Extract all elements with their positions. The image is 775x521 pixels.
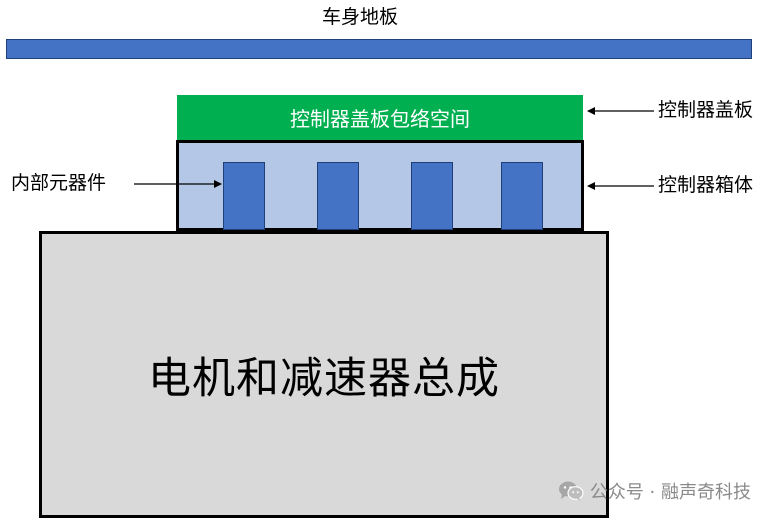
cover-callout-label: 控制器盖板 [658, 99, 754, 121]
motor-reducer-assembly: 电机和减速器总成 [39, 231, 609, 518]
body-floor-label: 车身地板 [321, 6, 398, 28]
watermark: 公众号 · 融声奇科技 [558, 479, 751, 503]
motor-reducer-label: 电机和减速器总成 [148, 353, 500, 404]
wechat-icon [558, 481, 584, 501]
internal-component-4 [501, 162, 543, 230]
body-floor-bar [6, 39, 752, 59]
internal-callout-label: 内部元器件 [11, 172, 107, 194]
internal-component-3 [411, 162, 453, 230]
internal-component-1 [223, 162, 265, 230]
box-callout-label: 控制器箱体 [658, 174, 754, 196]
controller-cover-space: 控制器盖板包络空间 [177, 95, 583, 140]
controller-cover-space-label: 控制器盖板包络空间 [290, 107, 470, 131]
internal-component-2 [317, 162, 359, 230]
watermark-text: 公众号 · 融声奇科技 [589, 482, 751, 503]
